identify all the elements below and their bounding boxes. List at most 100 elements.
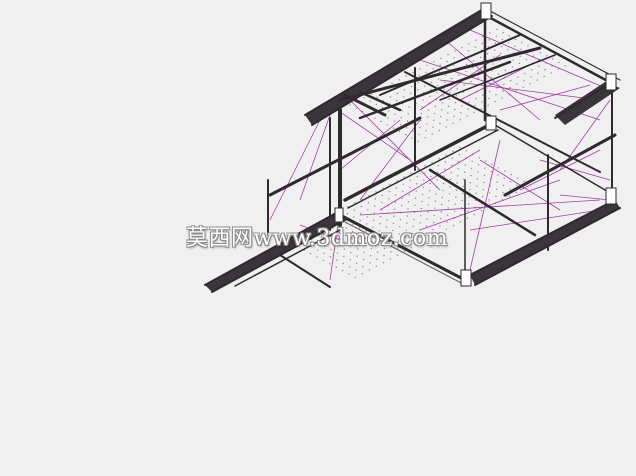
mesh-dot [507,42,510,44]
mesh-dot [442,189,444,192]
mesh-dot [396,254,399,256]
mesh-dot [523,79,525,82]
mesh-dot [369,100,371,102]
mesh-dot [418,75,420,77]
mesh-dot [423,179,425,181]
mesh-dot [346,213,349,215]
mesh-dot [358,234,360,236]
mesh-dot [433,61,435,63]
mesh-dot [481,101,483,103]
mesh-dot [421,200,423,203]
mesh-dot [432,228,434,231]
mesh-dot [518,62,521,64]
mesh-dot [362,258,365,261]
mesh-dot [423,172,426,174]
mesh-dot [495,35,497,37]
mesh-dot [501,38,504,41]
mesh-dot [432,126,434,128]
mesh-dot [515,90,517,92]
mesh-dot [438,232,441,234]
mesh-dot [376,258,378,260]
mesh-dot [465,150,468,152]
mesh-dot [492,63,494,65]
mesh-dot [435,193,437,195]
mesh-dot [441,196,444,199]
mesh-dot [491,70,493,72]
mesh-dot [504,69,507,72]
mesh-dot [488,192,491,194]
mesh-dot [460,207,463,209]
mesh-dot [456,182,458,184]
mesh-dot [455,196,457,198]
beam-right-end [555,82,620,125]
steel-members [204,7,621,293]
mesh-dot [410,172,412,175]
mesh-dot [420,215,422,217]
mesh-dot [461,46,463,49]
mesh-dot [483,174,486,176]
mesh-dot [452,122,454,125]
mesh-dot [392,127,395,129]
mesh-dot [469,182,472,184]
mesh-dot [409,92,412,95]
mesh-dot [353,209,356,211]
mesh-dot [416,176,419,178]
mesh-dot [406,222,408,224]
mesh-dot [529,83,531,85]
mesh-dot [337,245,339,247]
mesh-dot [448,200,450,202]
mesh-dot [394,201,396,203]
mesh-dot [496,181,498,183]
mesh-dot [402,190,404,192]
mesh-dot [378,230,381,232]
mesh-dot [425,225,428,227]
mesh-dot [484,167,486,169]
mesh-dot [437,78,440,80]
mesh-dot [470,174,472,177]
mesh-dot [502,90,504,92]
mesh-dot [486,53,489,55]
mesh-dot [407,113,409,115]
mesh-dot [390,244,393,246]
mesh-dot [497,73,500,75]
mesh-dot [436,92,438,94]
mesh-dot [503,177,505,180]
mesh-dot [378,237,380,239]
mesh-dot [419,68,421,70]
mesh-dot [376,251,379,253]
mesh-dot [430,81,433,84]
mesh-dot [422,186,424,188]
mesh-dot [452,150,454,152]
mesh-dot [348,273,350,275]
mesh-dot [446,119,448,121]
mesh-dot [400,204,403,207]
mesh-dot [427,211,429,213]
mesh-dot [516,184,518,186]
mesh-dot [515,191,518,193]
mesh-dot [482,35,484,38]
mesh-dot [488,39,490,41]
mesh-dot [420,207,423,210]
mesh-dot [512,59,514,61]
mesh-dot [444,81,446,83]
mesh-dot [424,165,426,167]
mesh-dot [536,79,538,81]
mesh-dot [431,133,433,135]
mesh-dot [454,203,456,205]
mesh-dot [377,244,379,246]
mesh-dot [401,197,403,200]
mesh-dot [379,215,382,218]
mesh-dot [433,112,436,115]
mesh-dot [371,233,374,236]
mesh-dot [332,227,334,229]
mesh-dot [422,99,424,101]
mesh-dot [475,98,477,100]
mesh-dot [424,137,426,139]
mesh-dot [389,96,392,98]
mesh-dot [401,110,403,112]
mesh-dot [441,102,444,104]
mesh-dot [343,255,345,258]
mesh-dot [409,179,412,182]
mesh-dot [371,240,373,243]
